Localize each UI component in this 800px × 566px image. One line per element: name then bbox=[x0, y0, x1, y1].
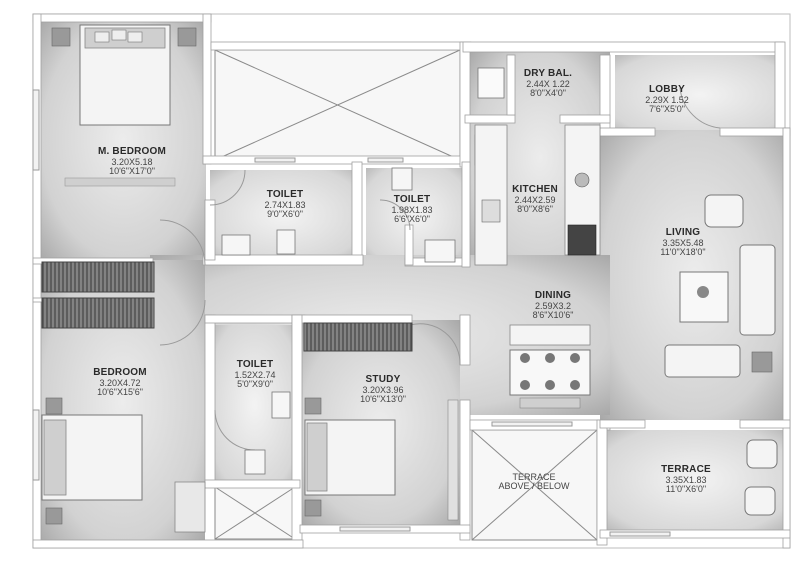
study-imp: 10'6"X13'0" bbox=[360, 393, 406, 404]
dry-bal-dim: 2.44X 1.22 bbox=[526, 78, 570, 89]
lobby-label: LOBBY 2.29X 1.52 7'6"X5'0" bbox=[617, 84, 717, 114]
toilet-1-imp: 9'0"X6'0" bbox=[267, 208, 303, 219]
wardrobes bbox=[41, 261, 413, 352]
dining-name: DINING bbox=[534, 290, 572, 301]
living-imp: 11'0"X18'0" bbox=[660, 246, 706, 257]
m-bedroom-name: M. BEDROOM bbox=[97, 146, 167, 157]
terrace-above-label: TERRACE ABOVE / BELOW bbox=[484, 472, 584, 492]
m-bedroom-dim: 3.20X5.18 bbox=[111, 156, 153, 167]
m-bedroom-label: M. BEDROOM 3.20X5.18 10'6"X17'0" bbox=[82, 146, 182, 176]
toilet-3-dim: 1.52X2.74 bbox=[234, 369, 276, 380]
kitchen-fixtures bbox=[474, 67, 601, 266]
bedroom-dim: 3.20X4.72 bbox=[99, 377, 141, 388]
bedroom-label: BEDROOM 3.20X4.72 10'6"X15'6" bbox=[70, 367, 170, 397]
kitchen-dim: 2.44X2.59 bbox=[514, 194, 556, 205]
windows bbox=[32, 89, 671, 537]
dry-bal-label: DRY BAL. 2.44X 1.22 8'0"X4'0" bbox=[498, 68, 598, 98]
terrace-label: TERRACE 3.35X1.83 11'0"X6'0" bbox=[636, 464, 736, 494]
dry-bal-imp: 8'0"X4'0" bbox=[530, 87, 566, 98]
lobby-floor bbox=[615, 55, 785, 135]
living-name: LIVING bbox=[665, 227, 701, 238]
toilet-3-label: TOILET 1.52X2.74 5'0"X9'0" bbox=[205, 359, 305, 389]
terrace-above-sub: ABOVE / BELOW bbox=[498, 481, 570, 492]
bedroom-name: BEDROOM bbox=[93, 367, 147, 378]
m-bedroom-imp: 10'6"X17'0" bbox=[109, 165, 155, 176]
door-swings bbox=[159, 87, 721, 451]
dining-set bbox=[509, 324, 591, 409]
kitchen-label: KITCHEN 2.44X2.59 8'0"X8'6" bbox=[485, 184, 585, 214]
living-dim: 3.35X5.48 bbox=[662, 237, 704, 248]
terrace-name: TERRACE bbox=[661, 464, 711, 475]
living-label: LIVING 3.35X5.48 11'0"X18'0" bbox=[633, 227, 733, 257]
terrace-dim: 3.35X1.83 bbox=[665, 474, 707, 485]
toilet-2-dim: 1.98X1.83 bbox=[391, 204, 433, 215]
bedroom-imp: 10'6"X15'6" bbox=[97, 386, 143, 397]
toilet-1-name: TOILET bbox=[266, 189, 304, 200]
dining-imp: 8'6"X10'6" bbox=[532, 309, 574, 320]
lobby-dim: 2.29X 1.52 bbox=[645, 94, 689, 105]
lobby-name: LOBBY bbox=[649, 84, 685, 95]
toilet-3-name: TOILET bbox=[236, 359, 274, 370]
terrace-imp: 11'0"X6'0" bbox=[665, 483, 707, 494]
toilet-2-imp: 6'6"X6'0" bbox=[394, 213, 430, 224]
study-label: STUDY 3.20X3.96 10'6"X13'0" bbox=[333, 374, 433, 404]
lobby-imp: 7'6"X5'0" bbox=[649, 103, 685, 114]
toilet-2-label: TOILET 1.98X1.83 6'6"X6'0" bbox=[362, 194, 462, 224]
toilet-1-label: TOILET 2.74X1.83 9'0"X6'0" bbox=[235, 189, 335, 219]
dining-dim: 2.59X3.2 bbox=[534, 300, 572, 311]
study-dim: 3.20X3.96 bbox=[362, 384, 404, 395]
study-name: STUDY bbox=[365, 374, 401, 385]
kitchen-imp: 8'0"X8'6" bbox=[517, 203, 553, 214]
kitchen-name: KITCHEN bbox=[512, 184, 558, 195]
dry-bal-name: DRY BAL. bbox=[523, 68, 573, 79]
bedroom-bed bbox=[41, 397, 206, 533]
terrace-above-name: TERRACE bbox=[512, 472, 556, 482]
toilet-2-name: TOILET bbox=[393, 194, 431, 205]
toilet-3-imp: 5'0"X9'0" bbox=[237, 378, 273, 389]
toilet-1-dim: 2.74X1.83 bbox=[264, 199, 306, 210]
master-bed bbox=[51, 24, 197, 187]
dining-label: DINING 2.59X3.2 8'6"X10'6" bbox=[503, 290, 603, 320]
study-bed bbox=[304, 397, 459, 521]
terrace-chairs bbox=[744, 439, 778, 516]
living-furniture bbox=[664, 194, 776, 378]
